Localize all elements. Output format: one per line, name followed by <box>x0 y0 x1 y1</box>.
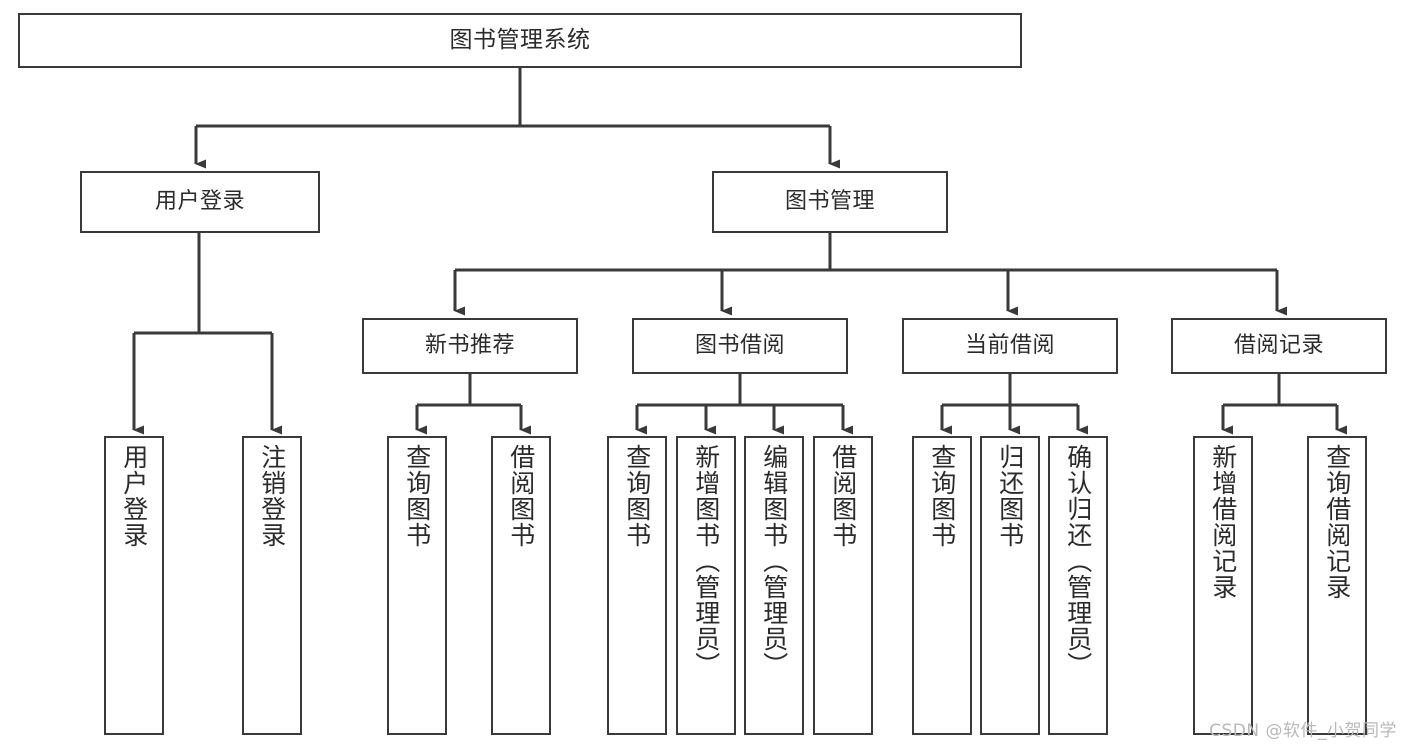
node-root[interactable]: 图书管理系统 <box>18 13 1022 68</box>
node-leaf-label: 用户登录 <box>119 444 149 548</box>
node-leaf-borrow-record-2[interactable]: 查询借阅记录 <box>1307 436 1367 735</box>
node-borrow-record-label: 借阅记录 <box>1233 333 1324 359</box>
node-leaf-label: 查询图书 <box>622 444 652 548</box>
node-leaf-new-book-1[interactable]: 查询图书 <box>387 436 447 735</box>
node-book-borrow-label: 图书借阅 <box>694 333 785 359</box>
node-leaf-label: 借阅图书 <box>506 444 536 548</box>
node-leaf-label: 注销登录 <box>257 444 287 548</box>
node-leaf-user-login-1[interactable]: 用户登录 <box>104 436 164 735</box>
node-leaf-label: 查询借阅记录 <box>1322 444 1352 600</box>
node-new-book-recommend[interactable]: 新书推荐 <box>362 318 578 374</box>
node-root-label: 图书管理系统 <box>449 26 591 53</box>
watermark-text: CSDN @软件_小贺同学 <box>1209 721 1397 741</box>
node-leaf-book-borrow-1[interactable]: 查询图书 <box>607 436 667 735</box>
node-leaf-label: 编辑图书（管理员） <box>759 444 789 678</box>
node-leaf-current-borrow-2[interactable]: 归还图书 <box>980 436 1040 735</box>
node-leaf-label: 新增借阅记录 <box>1208 444 1238 600</box>
node-leaf-label: 归还图书 <box>995 444 1025 548</box>
node-current-borrow-label: 当前借阅 <box>964 333 1055 359</box>
node-leaf-label: 查询图书 <box>402 444 432 548</box>
node-leaf-new-book-2[interactable]: 借阅图书 <box>491 436 551 735</box>
node-leaf-book-borrow-3[interactable]: 编辑图书（管理员） <box>744 436 804 735</box>
node-borrow-record[interactable]: 借阅记录 <box>1171 318 1387 374</box>
node-leaf-label: 确认归还（管理员） <box>1063 444 1093 678</box>
node-leaf-label: 查询图书 <box>927 444 957 548</box>
node-leaf-borrow-record-1[interactable]: 新增借阅记录 <box>1193 436 1253 735</box>
node-book-manage-label: 图书管理 <box>784 189 875 215</box>
node-user-login[interactable]: 用户登录 <box>80 171 320 233</box>
node-new-book-recommend-label: 新书推荐 <box>424 333 515 359</box>
node-book-borrow[interactable]: 图书借阅 <box>632 318 848 374</box>
node-leaf-label: 借阅图书 <box>828 444 858 548</box>
node-leaf-book-borrow-2[interactable]: 新增图书（管理员） <box>676 436 736 735</box>
node-leaf-current-borrow-1[interactable]: 查询图书 <box>912 436 972 735</box>
node-current-borrow[interactable]: 当前借阅 <box>902 318 1118 374</box>
node-book-manage[interactable]: 图书管理 <box>712 171 948 233</box>
node-leaf-book-borrow-4[interactable]: 借阅图书 <box>813 436 873 735</box>
node-leaf-current-borrow-3[interactable]: 确认归还（管理员） <box>1048 436 1108 735</box>
node-leaf-label: 新增图书（管理员） <box>691 444 721 678</box>
node-leaf-user-login-2[interactable]: 注销登录 <box>242 436 302 735</box>
node-user-login-label: 用户登录 <box>154 189 245 215</box>
